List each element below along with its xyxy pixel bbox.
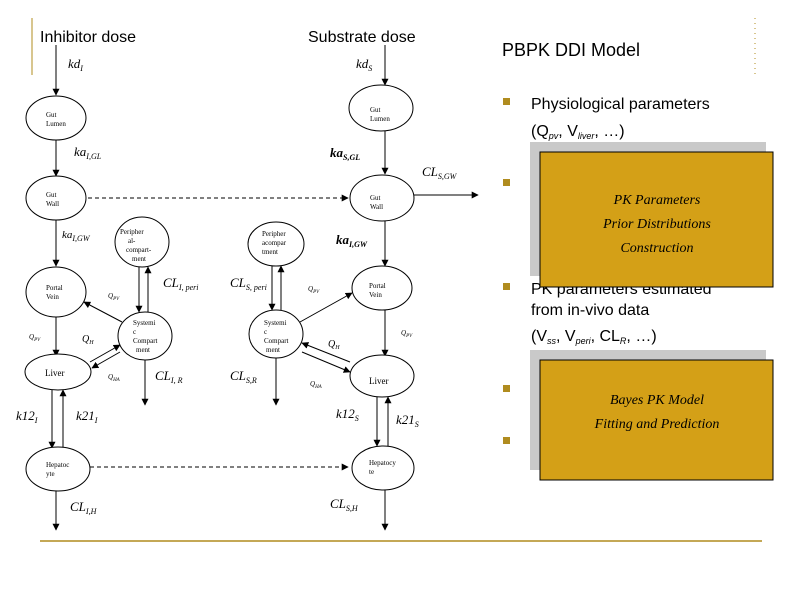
- q-ha-label-s: QHA: [310, 380, 323, 390]
- q-pv-mid-i: QPV: [108, 292, 120, 302]
- model-title: PBPK DDI Model: [502, 40, 640, 60]
- q-pv-right-s: QPV: [401, 329, 413, 339]
- kd-s-label: kdS: [356, 56, 372, 73]
- bayes-box-line-1: Bayes PK Model: [610, 393, 704, 408]
- cl-s-r-label: CLS,R: [230, 368, 257, 385]
- bullet-5-marker: [503, 437, 510, 444]
- kd-i-label: kdI: [68, 56, 83, 73]
- bullet-1-marker: [503, 98, 510, 105]
- systemic-to-portal-i: [83, 301, 123, 323]
- q-h-label-i: QH: [82, 334, 94, 346]
- cl-i-h-label: CLI,H: [70, 499, 98, 516]
- portal-vein-s-node: [351, 265, 413, 311]
- ka-i-gw-label: kaI,GW: [62, 229, 91, 243]
- bullet-1-line-2: (Qpv, Vliver, …): [531, 123, 625, 141]
- liver-i-node: [24, 353, 92, 391]
- inhibitor-dose-title: Inhibitor dose: [40, 29, 136, 46]
- ka-s-gl-label: kaS,GL: [330, 145, 360, 162]
- cl-s-gw-label: CLS,GW: [422, 164, 458, 181]
- ka-i-gw-s-label: kaI,GW: [336, 232, 368, 249]
- k12-s-label: k12S: [336, 406, 359, 423]
- k21-i-label: k21I: [76, 408, 98, 425]
- bullet-1-line-1: Physiological parameters: [531, 96, 710, 113]
- bullet-3-line-2: from in-vivo data: [531, 302, 649, 319]
- peripheral-s-node: [247, 221, 305, 267]
- liver-s-label: Liver: [369, 376, 389, 386]
- q-ha-label-i: QHA: [108, 373, 121, 383]
- liver-to-systemic-qh-s: [301, 342, 351, 363]
- cl-i-peri-label: CLI, peri: [163, 275, 198, 292]
- gut-wall-s-node: [349, 174, 415, 222]
- liver-i-label: Liver: [45, 368, 65, 378]
- cl-s-h-label: CLS,H: [330, 496, 359, 513]
- bayes-pk-box: [539, 359, 774, 481]
- systemic-to-liver-qha-s: [301, 351, 351, 373]
- k21-s-label: k21S: [396, 412, 419, 429]
- bullet-3-marker: [503, 283, 510, 290]
- cl-i-r-label: CLI, R: [155, 368, 183, 385]
- pk-box-line-1: PK Parameters: [613, 193, 701, 208]
- bullet-3-line-3: (Vss, Vperi, CLR, …): [531, 328, 657, 346]
- pk-box-line-2: Prior Distributions: [602, 217, 711, 232]
- k12-i-label: k12I: [16, 408, 38, 425]
- cl-s-peri-label: CLS, peri: [230, 275, 267, 292]
- pk-box-line-3: Construction: [620, 241, 693, 256]
- systemic-to-portal-s: [299, 292, 353, 323]
- hepatocyte-i-node: [25, 446, 91, 492]
- bullet-4-marker: [503, 385, 510, 392]
- portal-vein-i-node: [25, 266, 87, 318]
- gut-lumen-s-node: [348, 84, 414, 132]
- q-pv-left-i: QPV: [29, 333, 41, 343]
- q-h-label-s: QH: [328, 339, 340, 351]
- peripheral-i-node: [114, 216, 170, 268]
- liver-to-systemic-qh-i: [89, 344, 121, 363]
- substrate-dose-title: Substrate dose: [308, 29, 416, 46]
- pk-parameters-box: [539, 151, 774, 288]
- ka-i-gl-label: kaI,GL: [74, 144, 102, 161]
- systemic-to-liver-qha-i: [91, 351, 121, 369]
- liver-s-node: [349, 354, 415, 398]
- q-pv-mid-s: QPV: [308, 285, 320, 295]
- hepatocyte-s-node: [351, 445, 415, 491]
- bullet-2-marker: [503, 179, 510, 186]
- bayes-box-line-2: Fitting and Prediction: [594, 417, 720, 432]
